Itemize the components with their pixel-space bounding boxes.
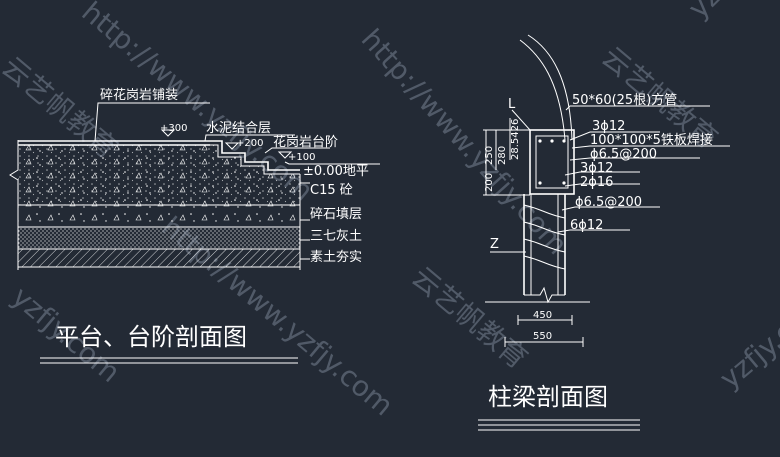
marker-l: L bbox=[508, 97, 516, 112]
dim-280: 280 bbox=[497, 146, 508, 165]
column-section-title: 柱梁剖面图 bbox=[488, 383, 608, 411]
layer-label-paving: 碎花岗岩铺装 bbox=[100, 87, 178, 103]
label-2phi16: 2ϕ16 bbox=[580, 175, 613, 190]
elevation-100: +100 bbox=[288, 152, 315, 163]
layer-label-granite-step: 花岗岩台阶 bbox=[273, 134, 338, 150]
dim-200: 200 bbox=[484, 173, 495, 192]
elevation-200: +200 bbox=[236, 138, 263, 149]
dim-28-5426: 28.5426 bbox=[510, 119, 521, 160]
marker-z: Z bbox=[490, 237, 499, 252]
label-3phi12-mid: 3ϕ12 bbox=[580, 161, 613, 176]
label-square-tube: 50*60(25根)方管 bbox=[572, 92, 677, 108]
dim-250: 250 bbox=[484, 146, 495, 165]
watermark-short: yzfjy.com bbox=[713, 286, 780, 395]
layer-label-gravel: 碎石填层 bbox=[310, 207, 362, 222]
label-stirrup-top: ϕ6.5@200 bbox=[590, 147, 657, 162]
label-stirrup-column: ϕ6.5@200 bbox=[575, 195, 642, 210]
label-3phi12-top: 3ϕ12 bbox=[592, 119, 625, 134]
platform-section-title: 平台、台阶剖面图 bbox=[55, 323, 247, 351]
layer-label-ground: ±0.00地平 bbox=[303, 164, 369, 179]
elevation-300: +300 bbox=[160, 123, 187, 134]
layer-label-compacted-soil: 素土夯实 bbox=[310, 250, 362, 265]
watermark-short: yzfjy.com bbox=[682, 0, 780, 25]
dim-550: 550 bbox=[533, 331, 552, 342]
layer-label-lime-soil: 三七灰土 bbox=[310, 229, 362, 244]
layer-label-concrete: C15 砼 bbox=[310, 183, 353, 198]
column-beam-section: 50*60(25根)方管 3ϕ12 100*100*5铁板焊接 ϕ6.5@200… bbox=[478, 34, 730, 431]
label-6phi12: 6ϕ12 bbox=[570, 218, 603, 233]
watermark-brand: 云艺帆教育 bbox=[406, 260, 534, 375]
layer-label-cement: 水泥结合层 bbox=[206, 121, 271, 136]
platform-step-section: +300 +200 +100 碎花岗岩铺装 水泥结合层 花岗岩台阶 ±0.00地… bbox=[9, 87, 380, 364]
label-steel-plate: 100*100*5铁板焊接 bbox=[590, 132, 713, 148]
dim-450: 450 bbox=[533, 310, 552, 321]
